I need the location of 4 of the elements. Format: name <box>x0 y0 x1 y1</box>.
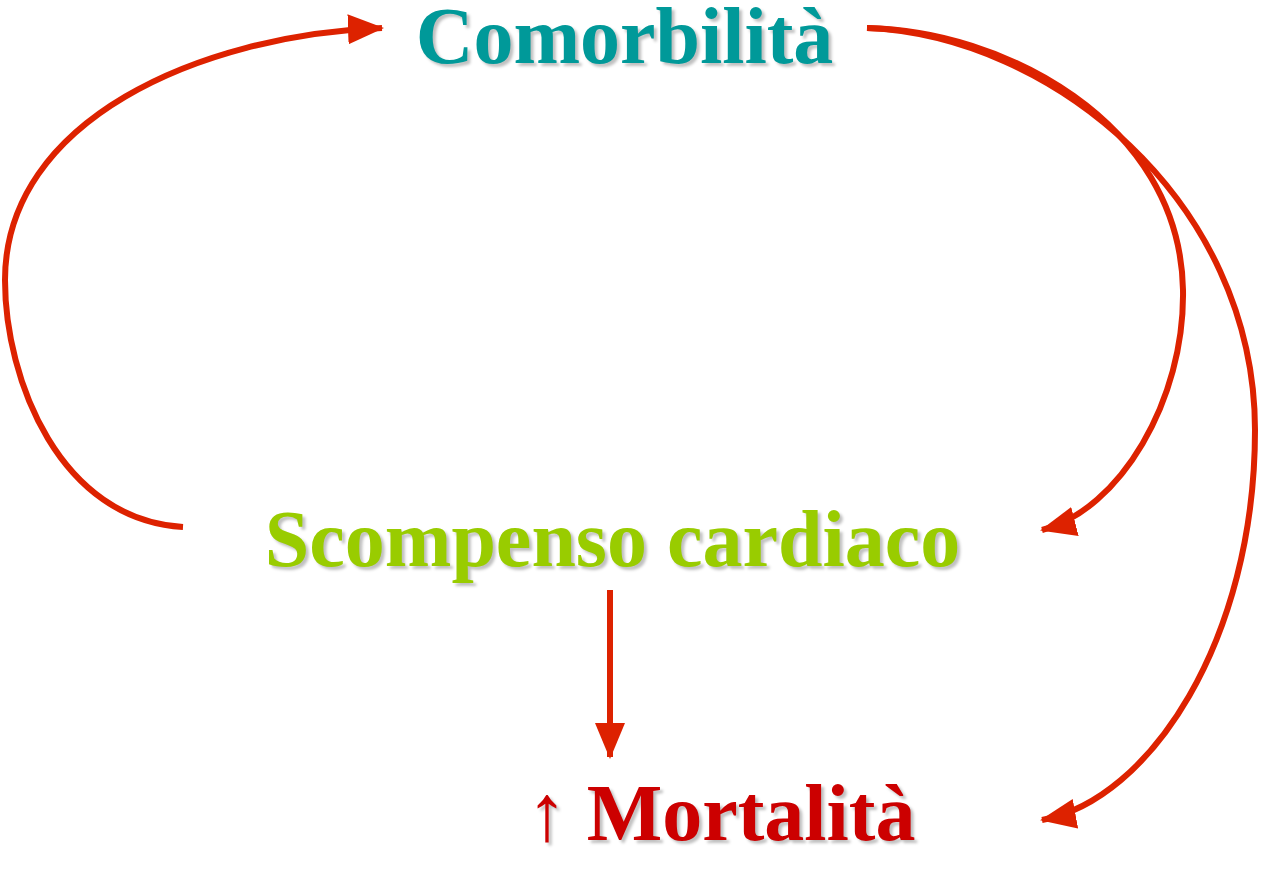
node-label: Comorbilità <box>415 0 834 76</box>
node-label: ↑ Mortalità <box>526 773 916 853</box>
arrow <box>595 590 625 759</box>
arrow <box>2 15 384 530</box>
